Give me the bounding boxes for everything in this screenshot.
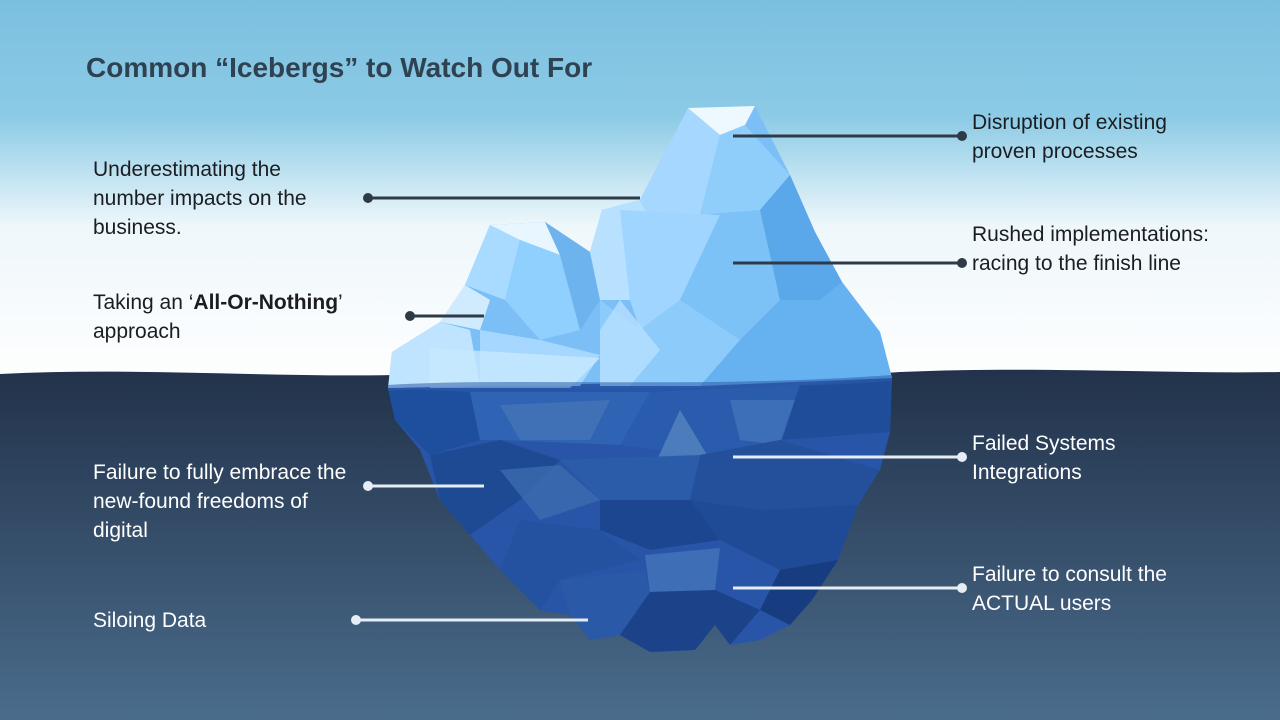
iceberg-above-water [388,106,892,388]
connector-lines [351,131,967,625]
label-all-or-nothing-prefix: Taking an ‘ [93,291,194,314]
connector-failed-systems [733,452,967,462]
connector-siloing [351,615,588,625]
connector-rushed [733,258,967,268]
label-disruption: Disruption of existing proven processes [972,111,1167,163]
label-failure-consult: Failure to consult the ACTUAL users [972,563,1167,615]
label-rushed: Rushed implementations: racing to the fi… [972,223,1209,275]
connector-all-or-nothing [405,311,484,321]
connector-failure-consult [733,583,967,593]
page-title: Common “Icebergs” to Watch Out For [86,52,593,83]
label-siloing: Siloing Data [93,609,207,632]
connector-failure-embrace [363,481,484,491]
connector-disruption [733,131,967,141]
label-failure-embrace: Failure to fully embrace the new-found f… [93,461,347,542]
label-all-or-nothing-bold: All-Or-Nothing [193,291,339,314]
label-underestimating: Underestimating the number impacts on th… [93,158,307,239]
label-all-or-nothing-suffix: ’ approach [93,291,342,343]
waterline [387,375,893,391]
label-failed-systems: Failed Systems Integrations [972,432,1116,484]
connector-underestimating [363,193,640,203]
label-all-or-nothing: Taking an ‘All-Or-Nothing’ approach [93,288,403,346]
